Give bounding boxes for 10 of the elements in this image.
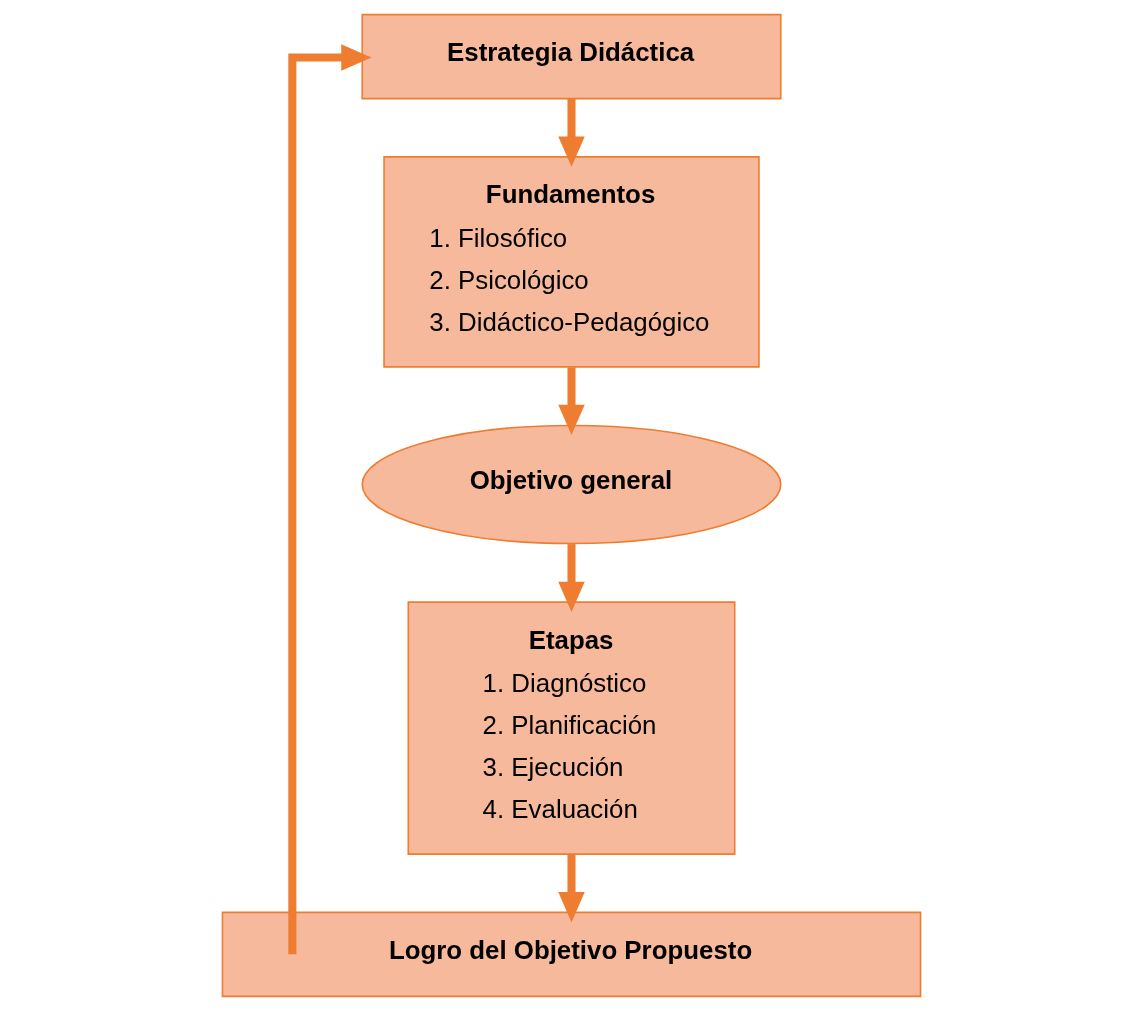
arrow xyxy=(558,544,585,612)
node-box: Estrategia Didáctica xyxy=(361,13,782,100)
arrow xyxy=(558,854,585,923)
node-box: Logro del Objetivo Propuesto xyxy=(221,911,922,998)
node-box: Fundamentos 1. Filosófico 2. Psicológico 3. Didáctico-Pedagógico xyxy=(383,156,760,368)
node-box: Etapas 1. Diagnóstico 2. Planificación 3. Ejecución 4. Evaluación xyxy=(407,601,736,855)
arrow xyxy=(288,44,372,955)
arrow xyxy=(558,98,585,167)
node-ellipse: Objetivo general xyxy=(361,424,782,545)
arrow xyxy=(558,367,585,435)
